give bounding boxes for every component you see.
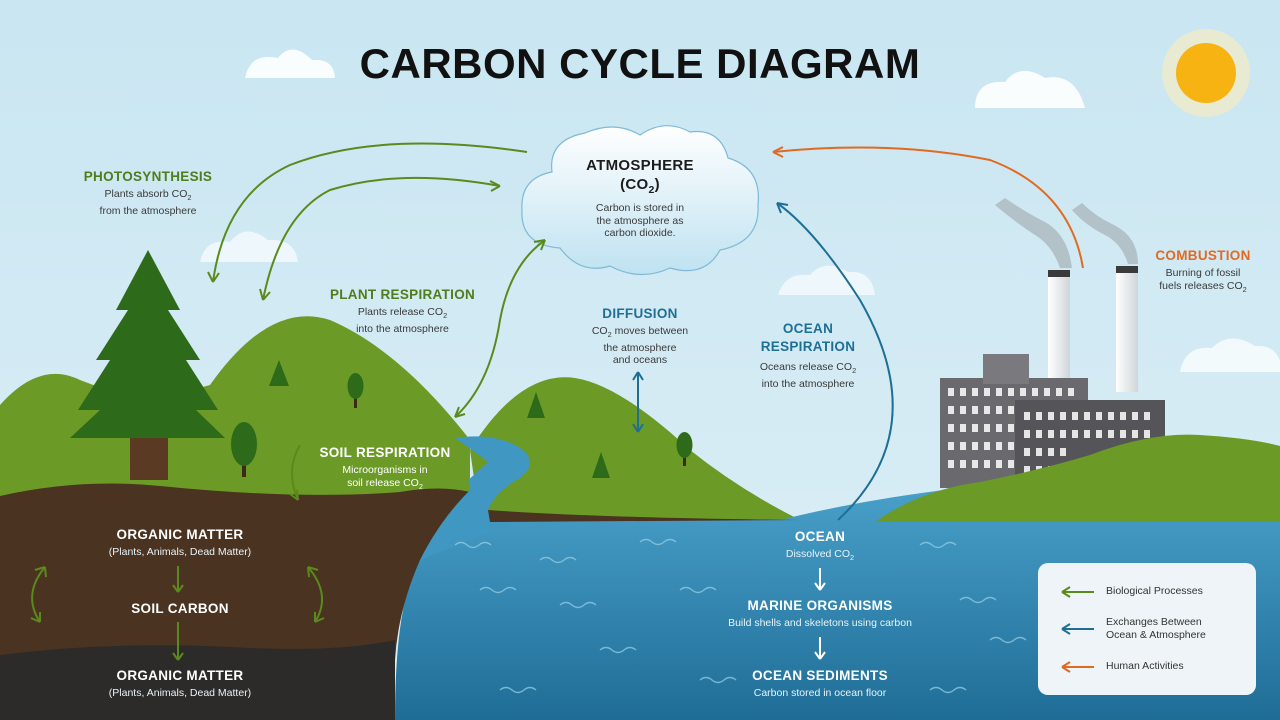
biological-arrows bbox=[30, 142, 546, 661]
ocean-sediments-label: OCEAN SEDIMENTS Carbon stored in ocean f… bbox=[752, 668, 888, 699]
combustion-desc: Burning of fossil fuels releases CO2 bbox=[1159, 267, 1247, 294]
organic-matter-bottom-label: ORGANIC MATTER (Plants, Animals, Dead Ma… bbox=[108, 668, 252, 699]
orange-arrow-icon bbox=[1061, 661, 1094, 673]
ocean-label: OCEAN Dissolved CO2 bbox=[785, 529, 855, 563]
river bbox=[420, 436, 530, 560]
diffusion-desc: CO2 moves between the atmosphere and oce… bbox=[591, 325, 689, 367]
photosynthesis-label: PHOTOSYNTHESIS Plants absorb CO2 from th… bbox=[68, 169, 228, 217]
atmosphere-cloud bbox=[521, 125, 760, 276]
diffusion-heading: DIFFUSION bbox=[602, 306, 678, 321]
rock-layer bbox=[0, 640, 395, 720]
smoke-icon bbox=[995, 198, 1138, 268]
wave-lines bbox=[454, 538, 1027, 694]
pine-tree-icon bbox=[70, 250, 225, 480]
ocean-arrows bbox=[814, 568, 826, 660]
soil-carbon-label: SOIL CARBON bbox=[131, 601, 229, 616]
plant-respiration-desc: Plants release CO2 into the atmosphere bbox=[356, 306, 449, 335]
atmosphere-heading: ATMOSPHERE bbox=[586, 157, 694, 174]
photosynthesis-desc: Plants absorb CO2 from the atmosphere bbox=[99, 188, 197, 217]
small-trees bbox=[231, 360, 693, 478]
human-arrows bbox=[772, 146, 1084, 269]
green-arrow-icon bbox=[1061, 586, 1094, 598]
soil-respiration-label: SOIL RESPIRATION Microorganisms in soil … bbox=[305, 445, 465, 493]
blue-arrow-icon bbox=[1061, 623, 1094, 635]
plant-respiration-label: PLANT RESPIRATION Plants release CO2 int… bbox=[315, 287, 490, 335]
ocean-respiration-heading: OCEAN RESPIRATION bbox=[760, 321, 856, 354]
exchange-arrows bbox=[632, 202, 894, 521]
diffusion-label: DIFFUSION CO2 moves between the atmosphe… bbox=[570, 306, 710, 367]
combustion-label: COMBUSTION Burning of fossil fuels relea… bbox=[1133, 248, 1273, 296]
plant-respiration-heading: PLANT RESPIRATION bbox=[329, 287, 476, 302]
soil-respiration-heading: SOIL RESPIRATION bbox=[319, 445, 451, 460]
marine-organisms-label: MARINE ORGANISMS Build shells and skelet… bbox=[728, 598, 912, 629]
atmosphere-desc: Carbon is stored in the atmosphere as ca… bbox=[595, 202, 685, 239]
page-title: CARBON CYCLE DIAGRAM bbox=[359, 40, 921, 87]
middle-hill bbox=[470, 377, 800, 520]
ocean-respiration-desc: Oceans release CO2 into the atmosphere bbox=[759, 361, 857, 390]
atmosphere-label: ATMOSPHERE (CO2) Carbon is stored in the… bbox=[560, 157, 720, 240]
ocean-respiration-label: OCEAN RESPIRATION Oceans release CO2 int… bbox=[733, 321, 883, 390]
photosynthesis-heading: PHOTOSYNTHESIS bbox=[83, 169, 213, 184]
front-grass bbox=[0, 467, 470, 496]
soil-respiration-desc: Microorganisms in soil release CO2 bbox=[342, 464, 428, 491]
soil-layer bbox=[0, 475, 470, 660]
atmosphere-formula: (CO2) bbox=[620, 176, 660, 196]
background-clouds bbox=[200, 49, 1280, 372]
right-hill bbox=[875, 434, 1280, 522]
organic-matter-top-label: ORGANIC MATTER (Plants, Animals, Dead Ma… bbox=[108, 527, 252, 558]
combustion-heading: COMBUSTION bbox=[1155, 248, 1251, 263]
